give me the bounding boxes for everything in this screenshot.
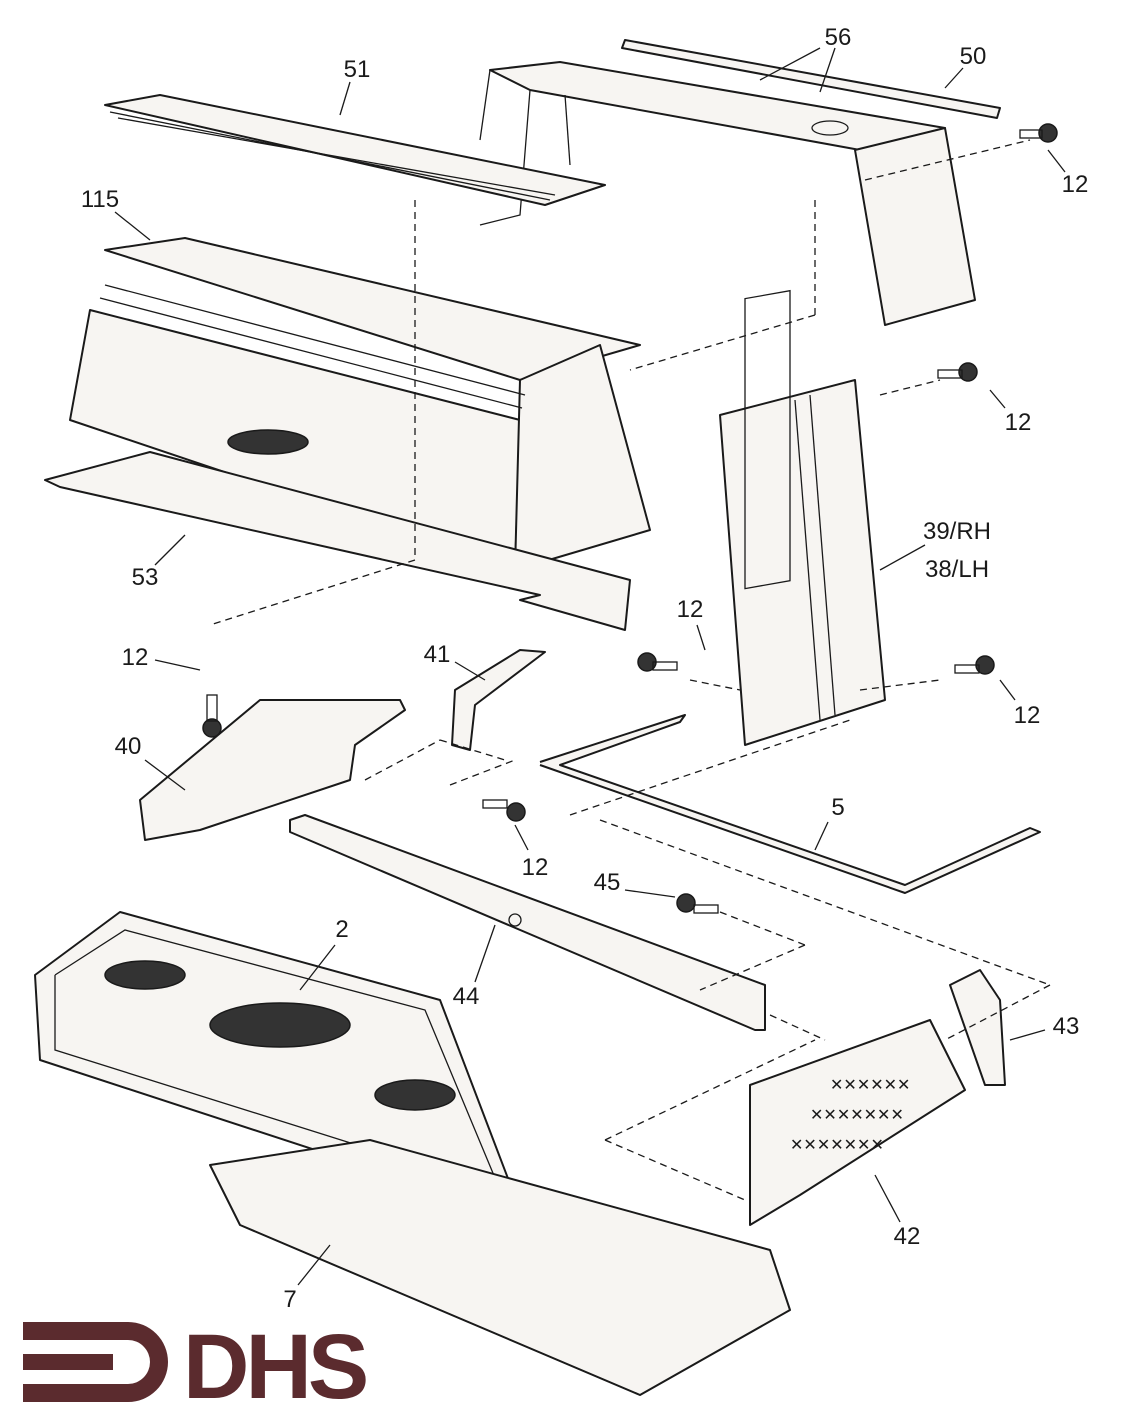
- label-12: 12: [1013, 702, 1041, 729]
- label-12: 12: [521, 854, 549, 881]
- grille-pattern: ✕✕✕✕✕✕✕ ✕✕✕✕✕✕✕ ✕✕✕✕✕✕: [790, 1077, 910, 1154]
- label-12: 12: [121, 644, 149, 671]
- label-56: 56: [824, 24, 852, 51]
- part-5-frame: [539, 714, 1041, 894]
- part-40-rail: [139, 699, 406, 841]
- label-41: 41: [423, 641, 451, 668]
- part-top-frame: [489, 61, 946, 151]
- label-38-lh: 38/LH: [924, 556, 990, 583]
- label-45: 45: [593, 869, 621, 896]
- label-40: 40: [114, 733, 142, 760]
- label-12: 12: [676, 596, 704, 623]
- label-39-rh: 39/RH: [922, 518, 992, 545]
- label-2: 2: [335, 916, 349, 943]
- label-12: 12: [1061, 171, 1089, 198]
- part-44-rail: [289, 814, 766, 1031]
- label-115: 115: [80, 186, 120, 213]
- part-53-frame: [44, 451, 631, 631]
- label-5: 5: [831, 794, 845, 821]
- svg-text:✕✕✕✕✕✕✕: ✕✕✕✕✕✕✕: [810, 1107, 904, 1124]
- part-39-38-side: [719, 379, 886, 746]
- label-12: 12: [1004, 409, 1032, 436]
- screw-icons: [202, 123, 1058, 914]
- label-7: 7: [283, 1286, 297, 1313]
- dhs-logo: DHS: [23, 1316, 370, 1402]
- part-42-grille: [749, 1019, 966, 1226]
- part-115-cabinet: [104, 237, 641, 381]
- part-41-bracket: [451, 649, 546, 751]
- label-50: 50: [959, 43, 987, 70]
- part-side-panel: [854, 127, 976, 326]
- label-51: 51: [343, 56, 371, 83]
- label-43: 43: [1052, 1013, 1080, 1040]
- dhs-logo-text: DHS: [183, 1316, 366, 1402]
- part-51-top: [104, 94, 606, 206]
- svg-text:✕✕✕✕✕✕: ✕✕✕✕✕✕: [830, 1077, 910, 1094]
- label-42: 42: [893, 1223, 921, 1250]
- svg-text:✕✕✕✕✕✕✕: ✕✕✕✕✕✕✕: [790, 1137, 884, 1154]
- part-50-strip: [621, 39, 1001, 119]
- ornament: [227, 429, 309, 455]
- label-44: 44: [452, 983, 480, 1010]
- part-43-bracket: [949, 969, 1006, 1086]
- label-53: 53: [131, 564, 159, 591]
